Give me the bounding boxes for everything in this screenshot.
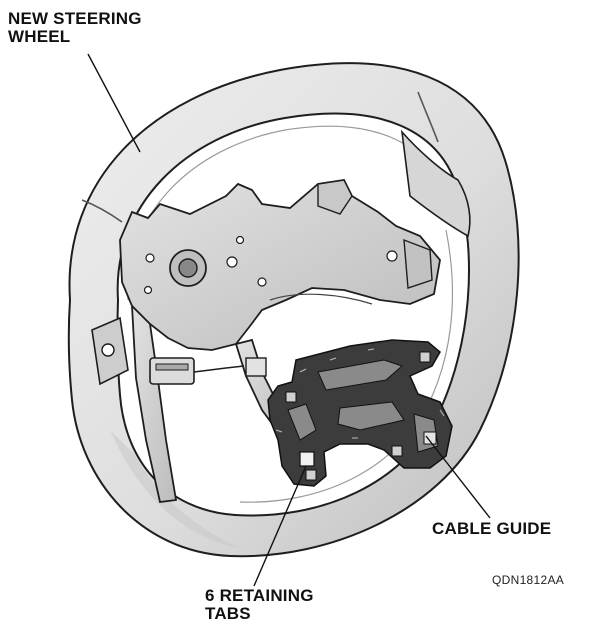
cable-guide-label-text: CABLE GUIDE xyxy=(432,520,551,538)
retaining-tabs-label-line2: TABS xyxy=(205,605,314,623)
retaining-tabs-label-line1: 6 RETAINING xyxy=(205,587,314,605)
steering-wheel-label-line1: NEW STEERING xyxy=(8,10,142,28)
steering-wheel-label: NEW STEERING WHEEL xyxy=(8,10,142,46)
leader-line-steering-wheel xyxy=(88,54,140,152)
cable-guide-label: CABLE GUIDE xyxy=(432,520,551,538)
steering-wheel-label-line2: WHEEL xyxy=(8,28,142,46)
cable-guide xyxy=(268,340,452,486)
figure-code: QDN1812AA xyxy=(492,573,564,587)
retaining-tabs-label: 6 RETAINING TABS xyxy=(205,587,314,623)
